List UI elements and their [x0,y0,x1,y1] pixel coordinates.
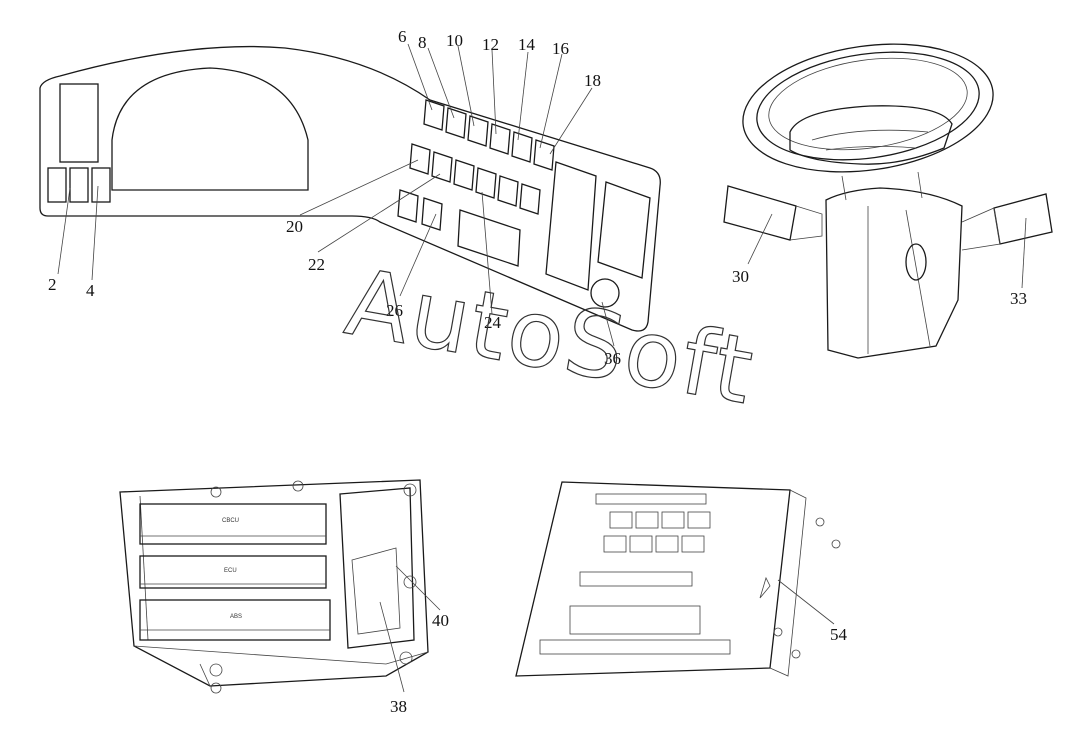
callout-36: 36 [604,349,621,368]
right-stalk [993,193,1053,245]
cbcu-label: CBCU [222,518,239,524]
abs-label: ABS [230,614,242,620]
callout-6: 6 [398,27,407,46]
callout-26: 26 [386,301,403,320]
switch-row-3 [397,189,521,267]
callout-14: 14 [518,35,536,54]
callout-20: 20 [286,217,303,236]
callout-numbers: 6 8 10 12 14 16 18 20 22 26 24 36 2 4 30… [48,27,1027,716]
callout-4: 4 [86,281,95,300]
dashboard-panel [39,45,661,332]
switch-row-1 [423,99,555,171]
dashboard-leaders [57,43,615,347]
display-panel-a [545,161,597,291]
callout-22: 22 [308,255,325,274]
relay-blocks [603,511,711,553]
callout-54: 54 [830,625,848,644]
display-panel-b [597,181,651,279]
switch-row-2 [409,143,541,215]
ecu-label: ECU [224,568,237,574]
round-knob [590,278,620,308]
callout-8: 8 [418,33,427,52]
ecu-rack: CBCU ECU ABS [119,479,441,694]
callout-40: 40 [432,611,449,630]
left-stalk [723,185,797,241]
callout-33: 33 [1010,289,1027,308]
callout-38: 38 [390,697,407,716]
circuit-board [515,481,841,677]
callout-12: 12 [482,35,499,54]
steering-wheel-assembly [723,43,1053,359]
callout-10: 10 [446,31,463,50]
callout-16: 16 [552,39,569,58]
callout-24: 24 [484,313,502,332]
callout-18: 18 [584,71,601,90]
callout-30: 30 [732,267,749,286]
callout-2: 2 [48,275,57,294]
